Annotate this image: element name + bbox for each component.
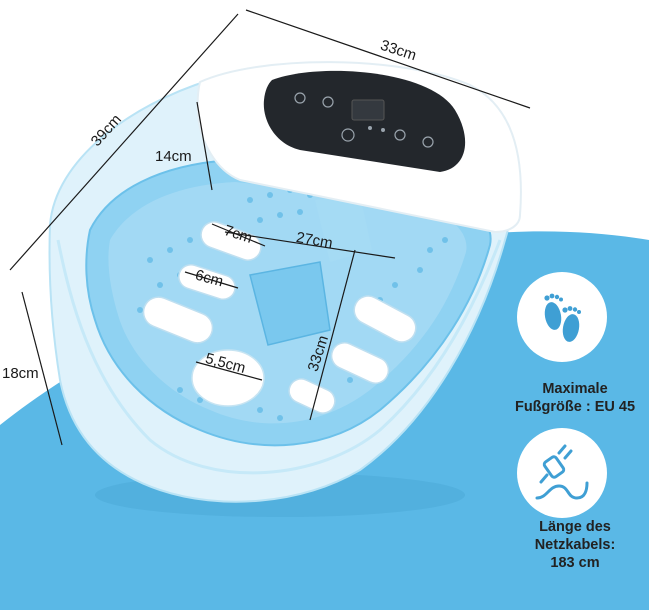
power-plug-icon <box>535 444 589 500</box>
cable-line2: Netzkabels: <box>534 537 616 553</box>
foot-size-text: Maximale Fußgröße : EU 45 <box>505 380 645 416</box>
cable-line3: 183 cm <box>550 555 600 571</box>
cable-line1: Länge des <box>539 519 611 535</box>
footprints-icon <box>544 293 581 342</box>
foot-size-line2: Fußgröße : EU 45 <box>514 399 636 415</box>
cable-icon-circle <box>517 428 607 518</box>
display-screen <box>351 99 385 121</box>
massage-rollers <box>142 221 417 414</box>
dim-height: 18cm <box>2 365 39 382</box>
control-panel <box>263 70 466 172</box>
cable-length-text: Länge des Netzkabels: 183 cm <box>505 518 645 572</box>
foot-size-icon-circle <box>517 272 607 362</box>
foot-size-line1: Maximale <box>542 381 608 397</box>
dim-inner-depth: 14cm <box>155 148 192 165</box>
center-divider <box>249 261 331 346</box>
massage-disc <box>191 349 265 407</box>
